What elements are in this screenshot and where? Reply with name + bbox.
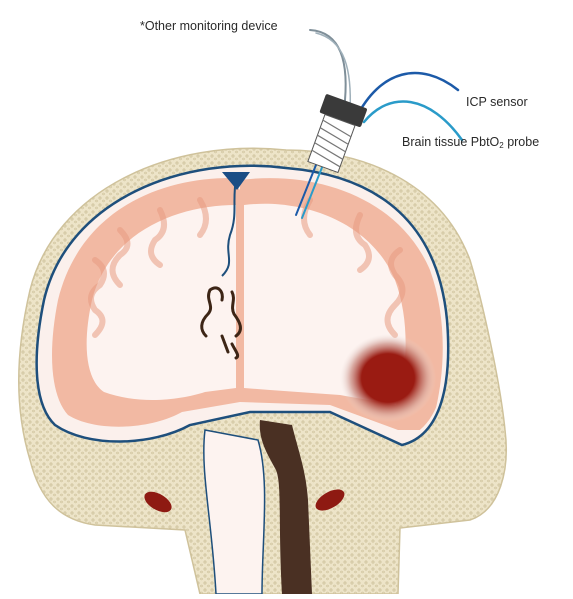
label-pbto2-suffix: probe	[504, 135, 539, 149]
icp-wire	[356, 73, 458, 118]
label-other-device: *Other monitoring device	[140, 20, 278, 33]
lesion	[340, 334, 436, 422]
label-pbto2-prefix: Brain tissue PbtO	[402, 135, 499, 149]
label-icp-sensor: ICP sensor	[466, 96, 528, 109]
label-pbto2-probe: Brain tissue PbtO2 probe	[402, 136, 539, 150]
